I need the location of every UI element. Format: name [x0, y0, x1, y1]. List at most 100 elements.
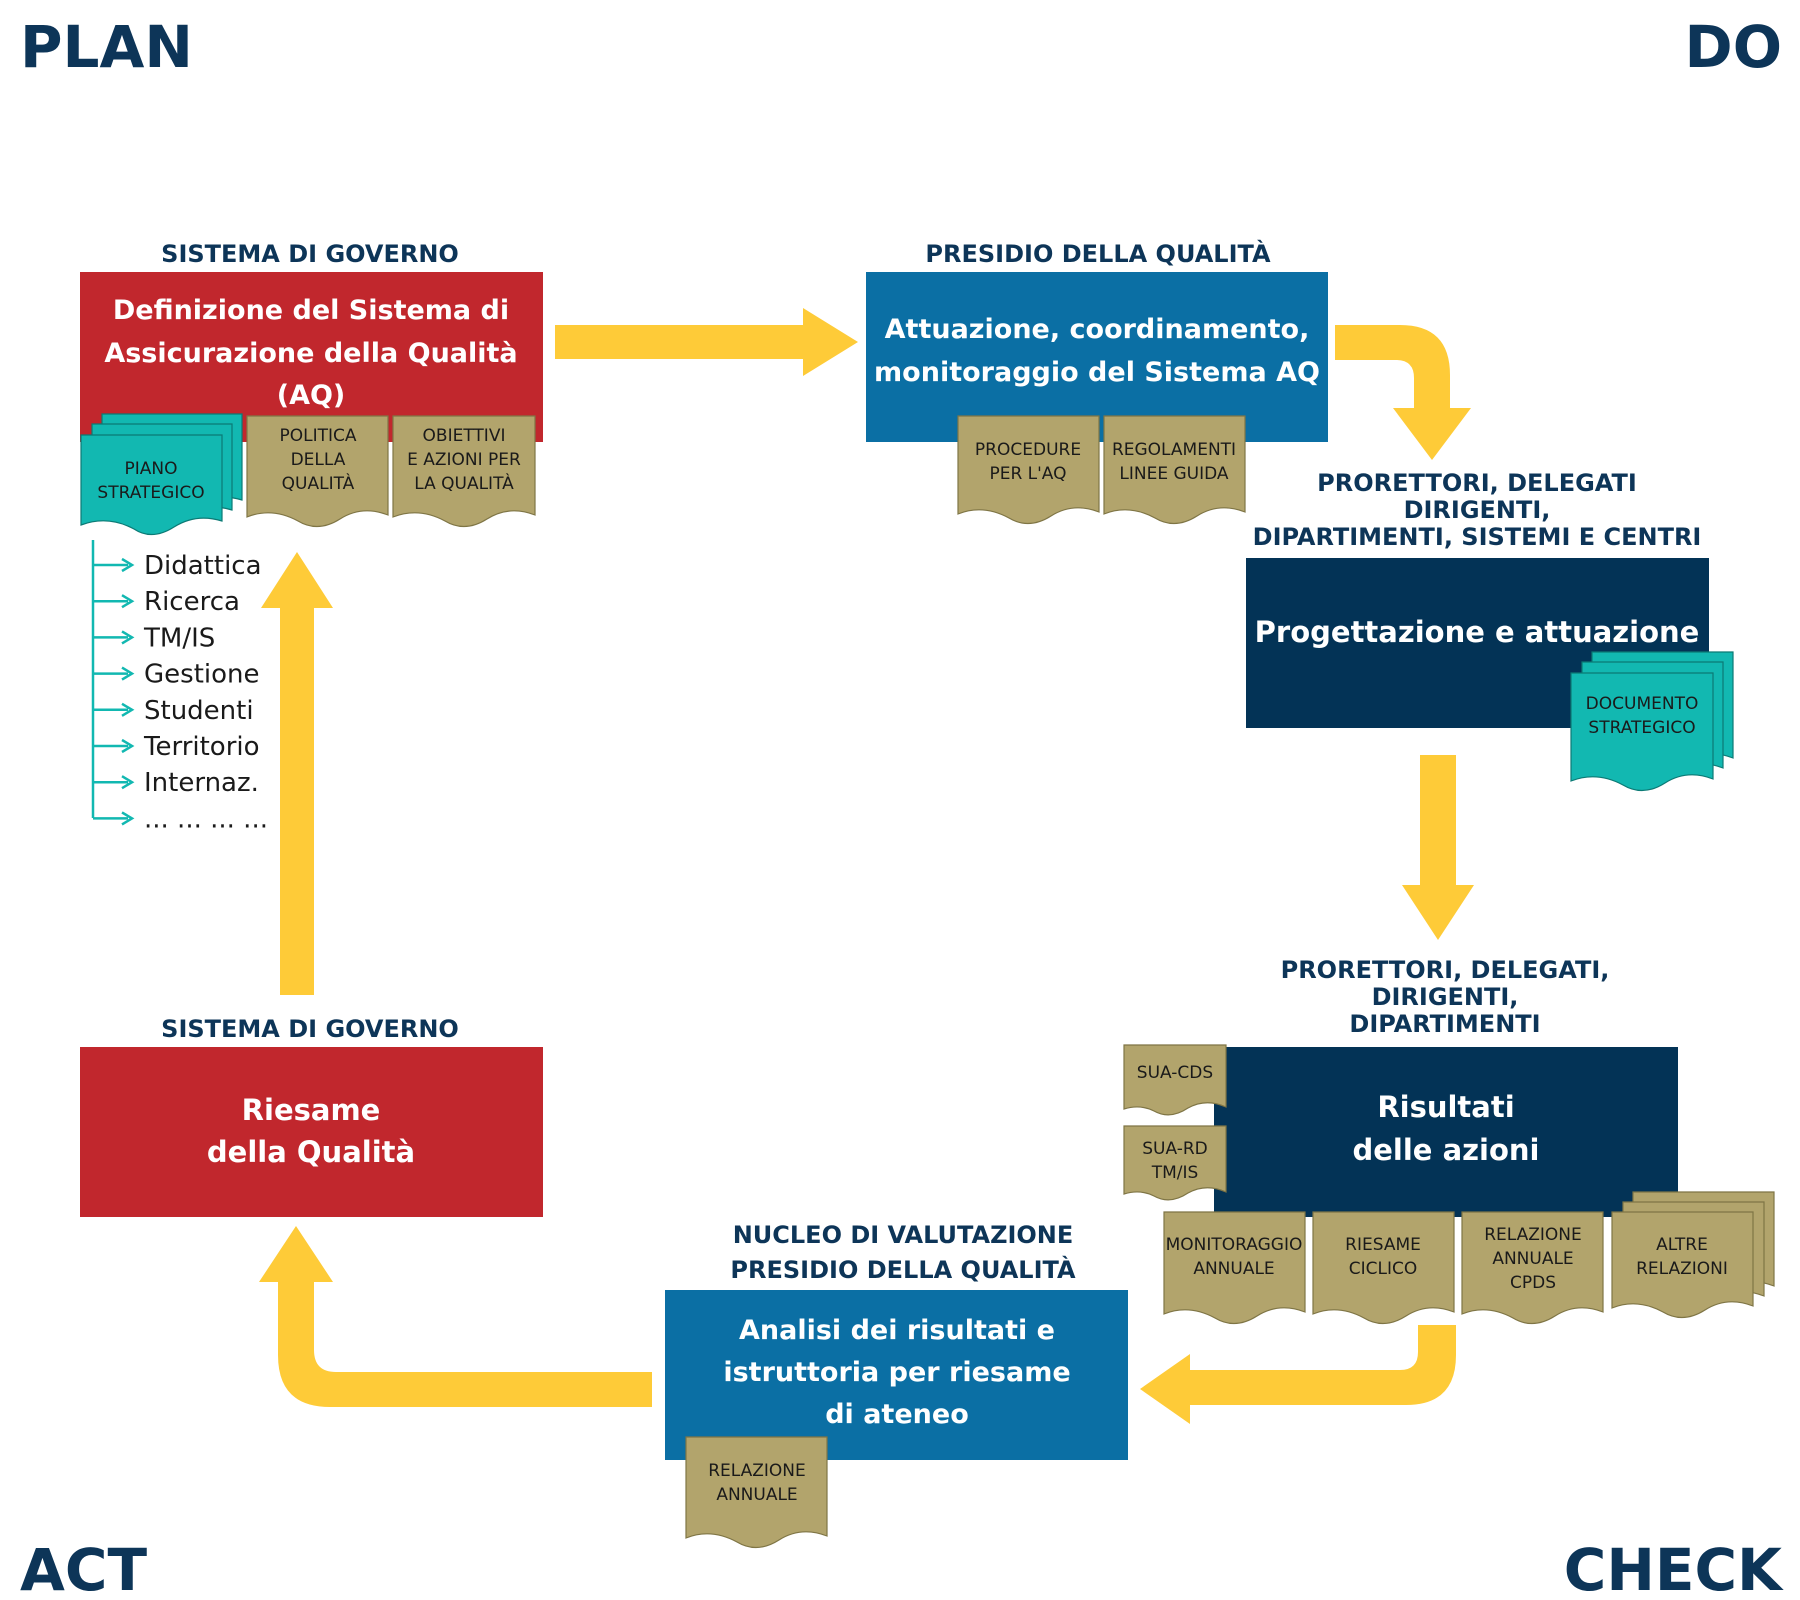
doc-sua-cds: SUA-CDS	[1123, 1044, 1227, 1116]
doc-politica-line1: POLITICA	[279, 426, 356, 446]
corner-plan: PLAN	[20, 13, 193, 81]
do-mid-header-line3: DIPARTIMENTI, SISTEMI E CENTRI	[1253, 523, 1702, 551]
list-item: Didattica	[93, 551, 262, 581]
list-item: Ricerca	[93, 587, 240, 617]
doc-altre-line2: RELAZIONI	[1636, 1259, 1728, 1279]
do-top-box	[866, 272, 1328, 442]
do-top-box-line2: monitoraggio del Sistema AQ	[874, 357, 1320, 388]
act-box	[80, 1047, 543, 1217]
check-header-line3: DIPARTIMENTI	[1349, 1010, 1540, 1038]
doc-riesame-line1: RIESAME	[1345, 1235, 1421, 1255]
doc-piano-line2: STRATEGICO	[97, 483, 204, 503]
analisi-header-line2: PRESIDIO DELLA QUALITÀ	[730, 1255, 1076, 1284]
doc-sua-cds-line1: SUA-CDS	[1137, 1063, 1213, 1083]
arrow-act-curve-up	[259, 1226, 652, 1407]
doc-riesame-line2: CICLICO	[1349, 1259, 1418, 1279]
corner-do: DO	[1685, 13, 1782, 81]
doc-monitoraggio-line1: MONITORAGGIO	[1166, 1235, 1303, 1255]
doc-cpds-line1: RELAZIONE	[1484, 1225, 1582, 1245]
doc-sua-rd-line2: TM/IS	[1151, 1163, 1199, 1183]
act-header: SISTEMA DI GOVERNO	[161, 1015, 459, 1043]
doc-regolamenti-line2: LINEE GUIDA	[1119, 464, 1229, 484]
arrow-do-curve-down	[1335, 325, 1471, 460]
list-item-label: Internaz.	[144, 768, 259, 798]
doc-regolamenti: REGOLAMENTI LINEE GUIDA	[1103, 415, 1246, 525]
doc-obiettivi-line1: OBIETTIVI	[423, 426, 506, 446]
arrow-up-to-plan	[261, 552, 333, 995]
doc-politica-line3: QUALITÀ	[282, 472, 355, 494]
doc-relazione-annuale: RELAZIONE ANNUALE	[685, 1436, 828, 1549]
doc-documento-line2: STRATEGICO	[1588, 718, 1695, 738]
analisi-header-line1: NUCLEO DI VALUTAZIONE	[733, 1221, 1074, 1249]
doc-monitoraggio-line2: ANNUALE	[1193, 1259, 1274, 1279]
plan-top-box-line2: Assicurazione della Qualità	[104, 338, 517, 369]
doc-procedure-line1: PROCEDURE	[975, 440, 1081, 460]
doc-monitoraggio-annuale: MONITORAGGIO ANNUALE	[1163, 1211, 1306, 1325]
list-item-label: Territorio	[143, 732, 260, 762]
list-item-label: TM/IS	[143, 623, 215, 653]
plan-top-header: SISTEMA DI GOVERNO	[161, 240, 459, 268]
list-item: Gestione	[93, 660, 260, 690]
doc-relazione-line2: ANNUALE	[716, 1485, 797, 1505]
list-item: Studenti	[93, 696, 254, 726]
arrow-right-icon	[121, 738, 135, 754]
arrows	[259, 308, 1474, 1424]
doc-regolamenti-line1: REGOLAMENTI	[1112, 440, 1236, 460]
arrow-plan-to-do	[555, 308, 858, 376]
corner-act: ACT	[20, 1536, 147, 1600]
list-item: ... ... ... ...	[93, 804, 268, 834]
doc-sua-rd-line1: SUA-RD	[1142, 1139, 1208, 1159]
list-item: Internaz.	[93, 768, 259, 798]
act-box-line1: Riesame	[242, 1093, 381, 1127]
plan-top-box-line3: (AQ)	[277, 380, 346, 411]
list-item-label: ... ... ... ...	[144, 804, 268, 834]
analisi-box-line3: di ateneo	[825, 1399, 969, 1430]
doc-relazione-cpds: RELAZIONE ANNUALE CPDS	[1461, 1211, 1604, 1325]
list-item-label: Ricerca	[144, 587, 240, 617]
doc-altre-relazioni: ALTRE RELAZIONI	[1611, 1191, 1775, 1319]
doc-relazione-line1: RELAZIONE	[708, 1461, 806, 1481]
doc-sua-rd: SUA-RD TM/IS	[1123, 1125, 1227, 1201]
arrow-right-icon	[121, 811, 135, 826]
arrow-right-icon	[121, 775, 135, 790]
doc-cpds-line2: ANNUALE	[1492, 1249, 1573, 1269]
arrow-down-to-risultati	[1402, 755, 1474, 940]
doc-obiettivi-line3: LA QUALITÀ	[414, 472, 514, 494]
check-header-line1: PRORETTORI, DELEGATI,	[1281, 956, 1610, 984]
do-top-box-line1: Attuazione, coordinamento,	[885, 314, 1310, 345]
arrow-right-icon	[121, 666, 135, 681]
check-header-line2: DIRIGENTI,	[1372, 983, 1519, 1011]
doc-documento-line1: DOCUMENTO	[1586, 694, 1699, 714]
do-top-header: PRESIDIO DELLA QUALITÀ	[925, 239, 1271, 268]
do-mid-box-line1: Progettazione e attuazione	[1255, 615, 1700, 649]
doc-piano-strategico: PIANO STRATEGICO	[80, 413, 243, 536]
doc-procedure-aq: PROCEDURE PER L'AQ	[957, 415, 1100, 525]
doc-documento-strategico: DOCUMENTO STRATEGICO	[1570, 651, 1734, 792]
do-mid-header-line2: DIRIGENTI,	[1404, 496, 1551, 524]
doc-politica-line2: DELLA	[291, 450, 346, 470]
arrow-right-icon	[121, 557, 135, 573]
doc-riesame-ciclico: RIESAME CICLICO	[1312, 1211, 1455, 1325]
arrow-check-curve-left	[1140, 1325, 1456, 1424]
check-box	[1214, 1047, 1678, 1217]
list-item-label: Studenti	[144, 696, 254, 726]
list-item-label: Gestione	[144, 660, 260, 690]
analisi-box	[665, 1290, 1128, 1460]
arrow-right-icon	[121, 630, 135, 645]
doc-politica-qualita: POLITICA DELLA QUALITÀ	[246, 415, 389, 528]
list-item-label: Didattica	[144, 551, 262, 581]
act-box-line2: della Qualità	[207, 1135, 415, 1169]
doc-obiettivi-line2: E AZIONI PER	[407, 450, 521, 470]
arrow-right-icon	[121, 594, 135, 609]
doc-altre-line1: ALTRE	[1656, 1235, 1708, 1255]
plan-top-box-line1: Definizione del Sistema di	[113, 295, 509, 326]
analisi-box-line1: Analisi dei risultati e	[739, 1315, 1055, 1346]
analisi-box-line2: istruttoria per riesame	[723, 1357, 1070, 1388]
corner-check: CHECK	[1564, 1536, 1784, 1600]
doc-obiettivi-azioni: OBIETTIVI E AZIONI PER LA QUALITÀ	[392, 415, 536, 528]
list-item: Territorio	[93, 732, 260, 762]
doc-piano-line1: PIANO	[125, 459, 178, 479]
arrow-right-icon	[121, 702, 135, 717]
